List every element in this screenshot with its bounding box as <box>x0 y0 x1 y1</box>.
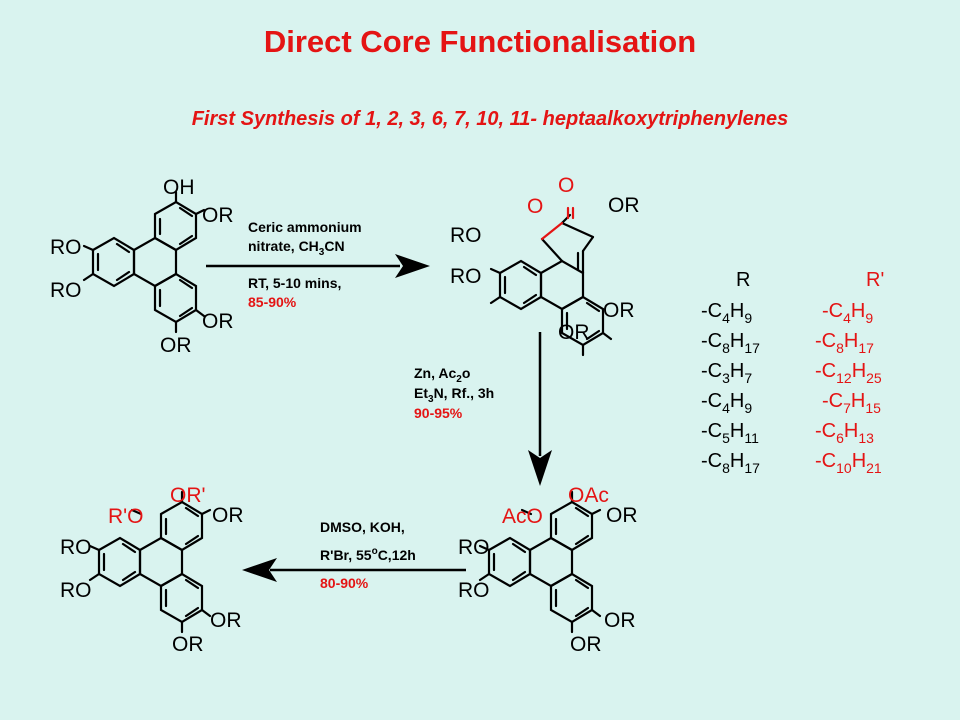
table-cell-r: -C4H9 <box>701 390 752 416</box>
condition-text: DMSO, KOH, <box>320 519 405 535</box>
reaction-arrow-3: DMSO, KOH, R'Br, 55oC,12h 80-90% <box>242 519 466 591</box>
table-cell-r-prime: -C12H25 <box>815 360 882 386</box>
or-label: OR <box>604 609 636 632</box>
r-prime-o-label: R'O <box>108 505 144 528</box>
table-header-r-prime: R' <box>866 269 884 291</box>
table-cell-r: -C8H17 <box>701 330 760 356</box>
table-cell-r: -C8H17 <box>701 450 760 476</box>
aco-label: AcO <box>502 505 543 528</box>
condition-text: nitrate, CH3CN <box>248 238 345 258</box>
condition-text: R'Br, 55oC,12h <box>320 546 416 563</box>
substituent-table: R R' -C4H9-C4H9-C8H17-C8H17-C3H7-C12H25-… <box>701 269 884 476</box>
oh-label: OH <box>163 176 195 199</box>
table-rows: -C4H9 -C4H9 -C8H17 -C8H17 -C3H7 -C12H25 -C4H9 -… <box>701 300 882 476</box>
or-label: OR <box>160 334 192 357</box>
oac-label: OAc <box>568 484 609 507</box>
or-label: OR <box>570 633 602 656</box>
or-prime-label: OR' <box>170 484 206 507</box>
ro-label: RO <box>60 579 92 602</box>
quinone-triphenylene: O O OR RO RO OR OR <box>450 174 640 357</box>
condition-text: Zn, Ac2o <box>414 365 470 385</box>
diacetate-triphenylene: OAc AcO OR RO RO OR OR <box>458 484 638 656</box>
or-label: OR <box>172 633 204 656</box>
carbonyl-o-label: O <box>558 174 574 197</box>
table-cell-r-prime: -C10H21 <box>815 450 882 476</box>
or-label: OR <box>558 321 590 344</box>
or-label: OR <box>202 310 234 333</box>
table-cell-r-prime: -C4H9 <box>822 300 873 326</box>
table-cell-r-prime: -C7H15 <box>822 390 881 416</box>
yield-text: 85-90% <box>248 294 297 310</box>
starting-triphenylene: OH OR RO RO OR OR <box>50 176 234 357</box>
ro-label: RO <box>458 579 490 602</box>
ro-label: RO <box>50 279 82 302</box>
page-subtitle: First Synthesis of 1, 2, 3, 6, 7, 10, 11… <box>191 108 789 130</box>
or-label: OR <box>606 504 638 527</box>
condition-text: RT, 5-10 mins, <box>248 275 341 291</box>
page-title: Direct Core Functionalisation <box>263 24 697 59</box>
ro-label: RO <box>450 224 482 247</box>
or-label: OR <box>603 299 635 322</box>
or-label: OR <box>202 204 234 227</box>
or-label: OR <box>608 194 640 217</box>
table-cell-r: -C5H11 <box>701 420 759 446</box>
carbonyl-o-label: O <box>527 195 543 218</box>
table-cell-r-prime: -C8H17 <box>815 330 874 356</box>
table-cell-r-prime: -C6H13 <box>815 420 874 446</box>
table-header-r: R <box>736 269 750 291</box>
table-cell-r: -C3H7 <box>701 360 752 386</box>
condition-text: Ceric ammonium <box>248 219 362 235</box>
ro-label: RO <box>60 536 92 559</box>
yield-text: 80-90% <box>320 575 369 591</box>
reaction-arrow-1: Ceric ammonium nitrate, CH3CN RT, 5-10 m… <box>206 219 430 310</box>
or-label: OR <box>212 504 244 527</box>
ro-label: RO <box>450 265 482 288</box>
reaction-arrow-2: Zn, Ac2o Et3N, Rf., 3h 90-95% <box>414 332 552 486</box>
ro-label: RO <box>458 536 490 559</box>
condition-text: Et3N, Rf., 3h <box>414 385 494 405</box>
or-label: OR <box>210 609 242 632</box>
yield-text: 90-95% <box>414 405 463 421</box>
table-cell-r: -C4H9 <box>701 300 752 326</box>
product-triphenylene: OR' R'O OR RO RO OR OR <box>60 484 244 656</box>
ro-label: RO <box>50 236 82 259</box>
